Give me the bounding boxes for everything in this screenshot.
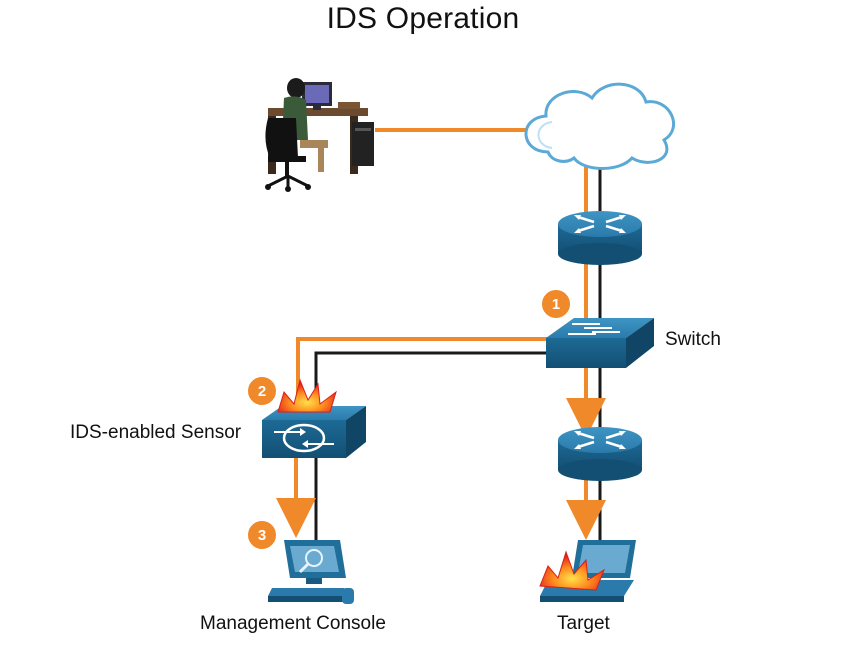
switch-icon	[546, 318, 654, 368]
step-number: 2	[258, 383, 266, 400]
sensor-label: IDS-enabled Sensor	[70, 422, 242, 443]
step-badge-1: 1	[540, 288, 572, 320]
target-laptop-icon	[540, 540, 636, 602]
attack-path	[276, 128, 606, 540]
step-number: 3	[258, 527, 266, 544]
switch-label: Switch	[665, 329, 721, 350]
router-lower-icon	[558, 427, 642, 481]
diagram-title: IDS Operation	[326, 2, 520, 35]
target-label: Target	[557, 613, 611, 634]
step-badge-3: 3	[246, 519, 278, 551]
alert-burst-target-icon	[539, 550, 606, 591]
console-label: Management Console	[200, 613, 386, 634]
alert-burst-sensor-icon	[277, 378, 337, 413]
internet-cloud-icon	[524, 82, 676, 170]
router-upper-icon	[558, 211, 642, 265]
step-number: 1	[552, 296, 560, 313]
management-console-icon	[268, 540, 354, 604]
ids-sensor-icon	[262, 406, 366, 458]
attacker-workstation-icon	[265, 78, 374, 192]
step-badge-2: 2	[246, 375, 278, 407]
